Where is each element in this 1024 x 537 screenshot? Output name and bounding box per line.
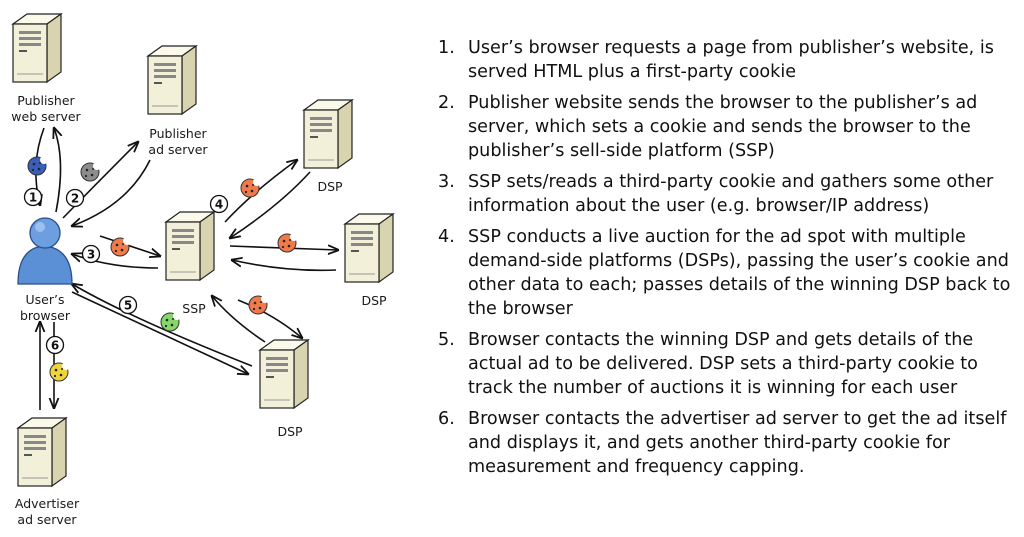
cookie-icon-winning-dsp (160, 311, 182, 332)
publisher-ad-server-label-line1: Publisher (149, 126, 207, 141)
cookie-icon-publisher-ad-server (80, 161, 102, 182)
arrow-browser-to-dsp-bottom (71, 291, 248, 374)
arrow-browser-to-web-server (54, 128, 61, 213)
cookie-icon-first-party (27, 155, 49, 176)
advertiser-ad-server-label-line2: ad server (17, 512, 77, 527)
step-marker-1-text: 1 (29, 191, 37, 205)
step-number: 2. (438, 93, 455, 113)
step-marker-3-text: 3 (87, 248, 95, 262)
step-item-2: 2. Publisher website sends the browser to… (438, 91, 1018, 163)
dsp-middle-server-icon (344, 213, 394, 283)
step-number: 6. (438, 409, 455, 429)
step-marker-4: 4 (209, 194, 229, 214)
users-browser-label-line2: browser (20, 308, 71, 323)
step-text: SSP sets/reads a third-party cookie and … (468, 172, 994, 216)
steps-list: 1. User’s browser requests a page from pu… (438, 36, 1018, 486)
dsp-top-label: DSP (317, 179, 343, 194)
dsp-middle-label: DSP (361, 293, 387, 308)
step-item-1: 1. User’s browser requests a page from pu… (438, 36, 1018, 84)
step-marker-4-text: 4 (215, 198, 223, 212)
arrow-dsp-top-to-ssp (230, 171, 311, 238)
user-icon (17, 217, 73, 285)
step-marker-3: 3 (81, 244, 101, 264)
step-marker-6-text: 6 (51, 339, 59, 353)
publisher-web-server-icon (12, 13, 62, 83)
cookie-icon-ssp (110, 236, 132, 257)
arrow-dsp-bottom-to-ssp (212, 296, 266, 343)
step-text: Browser contacts the advertiser ad serve… (468, 409, 1007, 477)
dsp-bottom-label: DSP (277, 424, 303, 439)
step-item-6: 6. Browser contacts the advertiser ad ser… (438, 407, 1018, 479)
arrow-ad-server-to-browser (72, 159, 151, 226)
cookie-icon-advertiser (49, 361, 71, 382)
step-marker-2-text: 2 (71, 192, 79, 206)
step-text: Browser contacts the winning DSP and get… (468, 330, 978, 398)
users-browser-label-line1: User’s (26, 292, 65, 307)
arrow-ssp-to-dsp-top (224, 160, 297, 223)
step-item-5: 5. Browser contacts the winning DSP and g… (438, 328, 1018, 400)
step-marker-6: 6 (45, 335, 65, 355)
step-marker-5: 5 (118, 295, 138, 315)
arrow-dsp-mid-to-ssp (232, 260, 337, 272)
dsp-bottom-server-icon (259, 339, 309, 409)
step-marker-1: 1 (23, 187, 43, 207)
step-number: 1. (438, 38, 455, 58)
arrow-browser-to-ssp (99, 235, 160, 256)
publisher-web-server-label-line2: web server (11, 109, 81, 124)
step-text: SSP conducts a live auction for the ad s… (468, 227, 1011, 319)
publisher-ad-server-label-line2: ad server (148, 142, 208, 157)
arrow-ssp-to-browser (72, 254, 159, 269)
step-item-4: 4. SSP conducts a live auction for the ad… (438, 225, 1018, 321)
step-number: 4. (438, 227, 455, 247)
step-number: 5. (438, 330, 455, 350)
cookie-icon-dsp-bottom (248, 294, 270, 315)
ad-tech-flow-diagram: Publisher web server Publisher ad server… (11, 13, 394, 527)
flow-arrows (36, 128, 338, 410)
arrow-browser-to-ad-server (62, 142, 138, 219)
arrow-ssp-to-dsp-bottom (237, 299, 302, 338)
arrow-dsp-bottom-to-browser (72, 284, 253, 367)
dsp-top-server-icon (303, 99, 353, 169)
advertiser-ad-server-icon (17, 417, 67, 487)
step-number: 3. (438, 172, 455, 192)
advertiser-ad-server-label-line1: Advertiser (15, 496, 80, 511)
step-marker-2: 2 (65, 188, 85, 208)
ssp-server-icon (165, 211, 215, 281)
cookie-icon-dsp-top (240, 177, 262, 198)
publisher-ad-server-icon (147, 45, 197, 115)
step-text: User’s browser requests a page from publ… (468, 38, 994, 82)
publisher-web-server-label-line1: Publisher (17, 93, 75, 108)
ssp-label: SSP (182, 301, 206, 316)
step-item-3: 3. SSP sets/reads a third-party cookie an… (438, 170, 1018, 218)
step-text: Publisher website sends the browser to t… (468, 93, 978, 161)
step-marker-5-text: 5 (124, 299, 132, 313)
